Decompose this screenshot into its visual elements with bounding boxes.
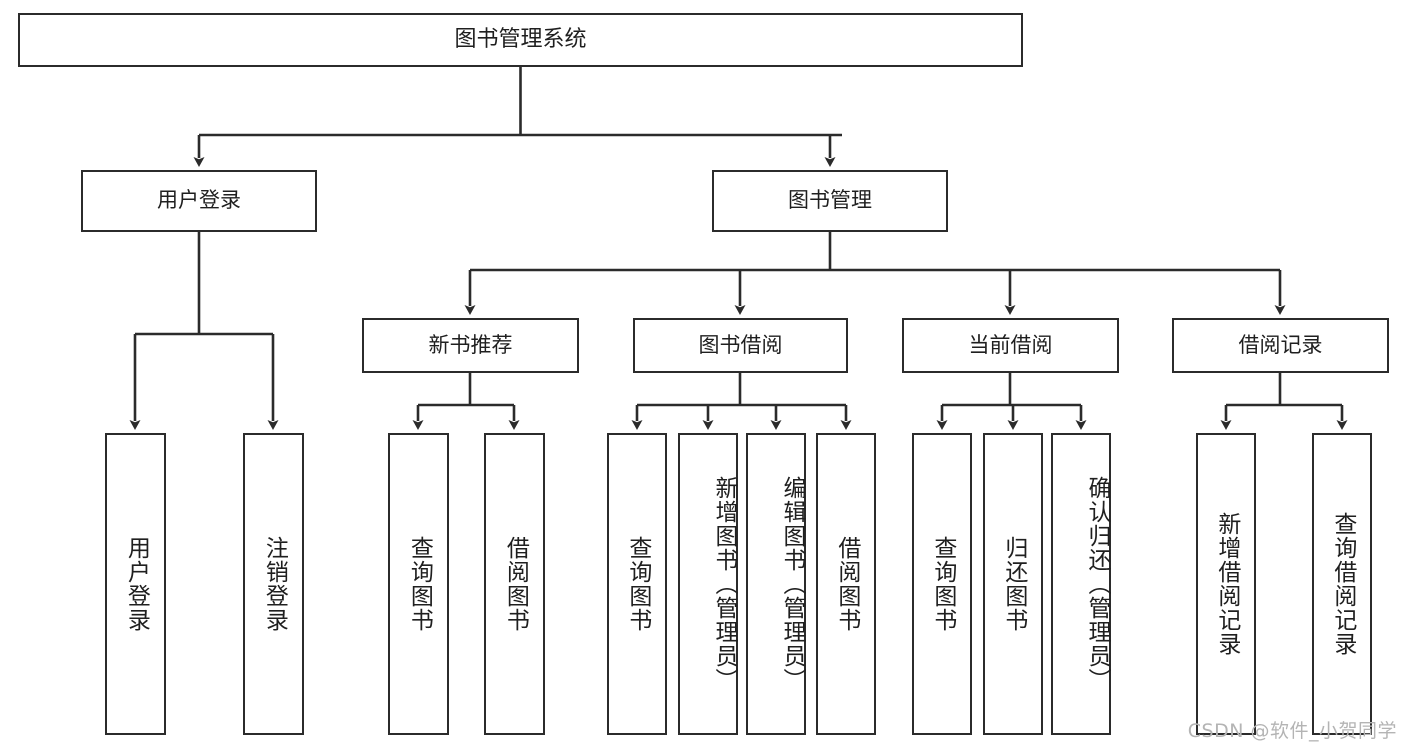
node-leaf-edit-book[interactable]: 编辑图书（管理员） [746, 433, 806, 735]
node-leaf-confirm-return[interactable]: 确认归还（管理员） [1051, 433, 1111, 735]
node-leaf-user-login[interactable]: 用户登录 [105, 433, 166, 735]
node-root-label: 图书管理系统 [454, 26, 587, 52]
node-leaf-add-record[interactable]: 新增借阅记录 [1196, 433, 1256, 735]
node-root[interactable]: 图书管理系统 [18, 13, 1023, 67]
node-book-manage-label: 图书管理 [788, 188, 872, 213]
node-leaf-query-book-2-label: 查询图书 [624, 536, 651, 632]
node-leaf-query-record[interactable]: 查询借阅记录 [1312, 433, 1372, 735]
node-leaf-edit-book-label: 编辑图书（管理员） [779, 476, 805, 692]
node-leaf-query-book-2[interactable]: 查询图书 [607, 433, 667, 735]
node-new-book-recommend-label: 新书推荐 [428, 332, 513, 357]
node-current-borrow[interactable]: 当前借阅 [902, 318, 1119, 373]
node-new-book-recommend[interactable]: 新书推荐 [362, 318, 579, 373]
node-leaf-query-book-1-label: 查询图书 [406, 536, 433, 632]
node-leaf-borrow-book-1[interactable]: 借阅图书 [484, 433, 545, 735]
node-book-manage[interactable]: 图书管理 [712, 170, 948, 232]
watermark: CSDN @软件_小贺同学 [1187, 720, 1397, 742]
node-leaf-return-book-label: 归还图书 [1000, 536, 1027, 632]
node-user-login[interactable]: 用户登录 [81, 170, 317, 232]
node-leaf-query-record-label: 查询借阅记录 [1329, 512, 1356, 656]
node-leaf-return-book[interactable]: 归还图书 [983, 433, 1043, 735]
node-leaf-logout[interactable]: 注销登录 [243, 433, 304, 735]
node-user-login-label: 用户登录 [157, 188, 241, 213]
node-borrow-record[interactable]: 借阅记录 [1172, 318, 1389, 373]
node-book-borrow[interactable]: 图书借阅 [633, 318, 848, 373]
node-leaf-add-book[interactable]: 新增图书（管理员） [678, 433, 738, 735]
node-leaf-logout-label: 注销登录 [261, 536, 288, 632]
node-leaf-user-login-label: 用户登录 [123, 536, 150, 632]
node-borrow-record-label: 借阅记录 [1238, 332, 1323, 357]
node-leaf-borrow-book-1-label: 借阅图书 [502, 536, 529, 632]
node-leaf-add-book-label: 新增图书（管理员） [711, 476, 737, 692]
node-current-borrow-label: 当前借阅 [968, 332, 1053, 357]
node-leaf-query-book-3-label: 查询图书 [929, 536, 956, 632]
node-leaf-confirm-return-label: 确认归还（管理员） [1084, 476, 1110, 692]
node-leaf-query-book-3[interactable]: 查询图书 [912, 433, 972, 735]
node-leaf-add-record-label: 新增借阅记录 [1213, 512, 1240, 656]
node-leaf-borrow-book-2-label: 借阅图书 [833, 536, 860, 632]
node-leaf-query-book-1[interactable]: 查询图书 [388, 433, 449, 735]
node-leaf-borrow-book-2[interactable]: 借阅图书 [816, 433, 876, 735]
node-book-borrow-label: 图书借阅 [698, 332, 783, 357]
